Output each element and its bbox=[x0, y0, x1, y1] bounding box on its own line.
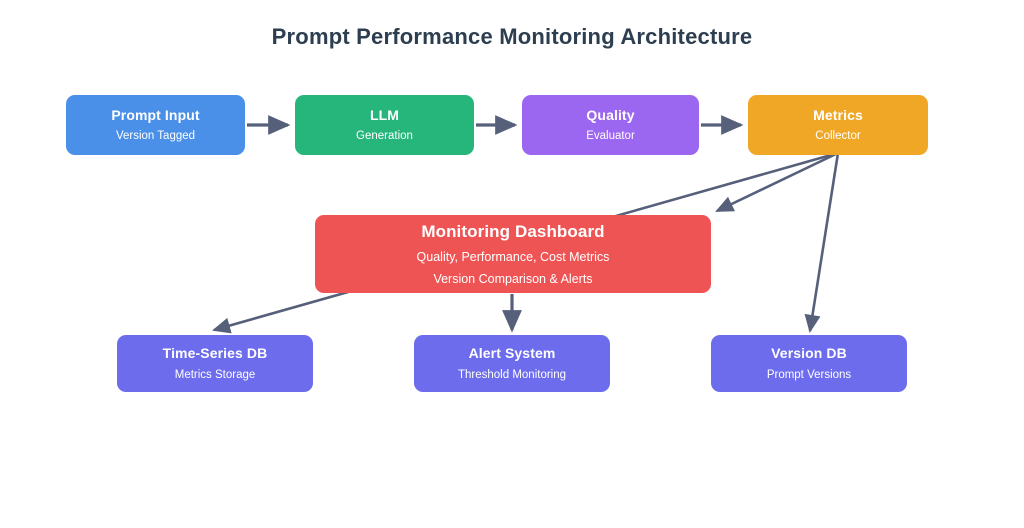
page-title: Prompt Performance Monitoring Architectu… bbox=[271, 24, 753, 49]
node-prompt-input-subtitle: Version Tagged bbox=[115, 130, 196, 143]
node-prompt-input-title: Prompt Input bbox=[111, 106, 200, 123]
node-llm[interactable]: LLM Generation bbox=[295, 95, 474, 155]
node-llm-subtitle: Generation bbox=[356, 130, 413, 143]
node-monitoring-dashboard[interactable]: Monitoring Dashboard Quality, Performanc… bbox=[315, 215, 711, 293]
node-quality-title: Quality bbox=[586, 106, 635, 123]
node-time-series-db-title: Time-Series DB bbox=[162, 345, 268, 362]
node-monitoring-dashboard-subtitle-2: Version Comparison & Alerts bbox=[433, 271, 593, 286]
node-version-db-subtitle: Prompt Versions bbox=[766, 368, 852, 381]
node-quality[interactable]: Quality Evaluator bbox=[522, 95, 699, 155]
node-monitoring-dashboard-title: Monitoring Dashboard bbox=[421, 221, 605, 241]
node-alert-system-title: Alert System bbox=[468, 345, 556, 362]
edge-metrics-to-dashboard bbox=[715, 151, 839, 213]
node-metrics[interactable]: Metrics Collector bbox=[748, 95, 928, 155]
node-llm-title: LLM bbox=[369, 106, 400, 123]
node-metrics-subtitle: Collector bbox=[815, 130, 861, 143]
node-alert-system-subtitle: Threshold Monitoring bbox=[457, 368, 567, 381]
node-monitoring-dashboard-subtitle-1: Quality, Performance, Cost Metrics bbox=[416, 250, 610, 264]
node-quality-subtitle: Evaluator bbox=[586, 130, 635, 143]
node-alert-system[interactable]: Alert System Threshold Monitoring bbox=[414, 335, 610, 392]
node-metrics-title: Metrics bbox=[813, 106, 863, 123]
edge-metrics-to-version-db bbox=[804, 152, 840, 334]
node-version-db[interactable]: Version DB Prompt Versions bbox=[711, 335, 907, 392]
node-prompt-input[interactable]: Prompt Input Version Tagged bbox=[66, 95, 245, 155]
node-version-db-title: Version DB bbox=[771, 345, 847, 362]
node-time-series-db[interactable]: Time-Series DB Metrics Storage bbox=[117, 335, 313, 392]
node-time-series-db-subtitle: Metrics Storage bbox=[174, 368, 256, 381]
